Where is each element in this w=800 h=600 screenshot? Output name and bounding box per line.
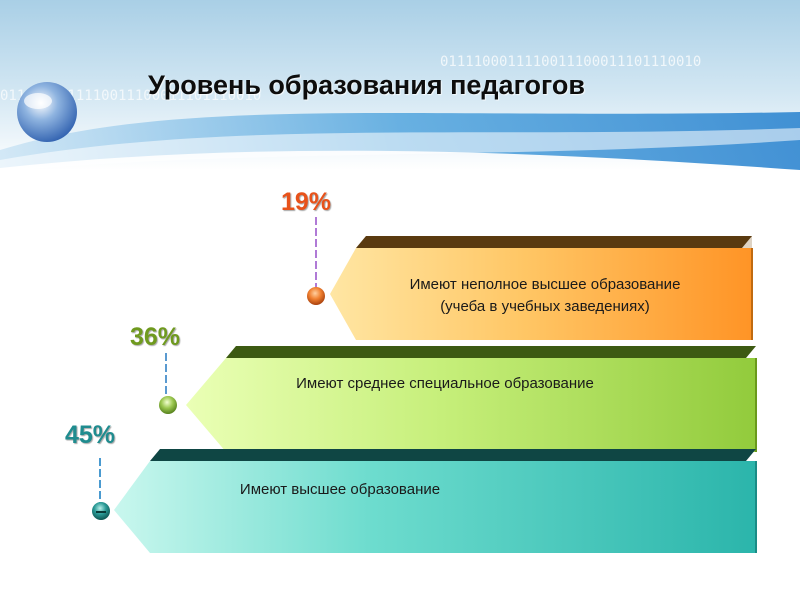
level-2-label: Имеют среднее специальное образование <box>250 373 640 395</box>
level-1-marker <box>307 287 325 305</box>
level-1-label-line2: (учеба в учебных заведениях) <box>440 298 650 315</box>
level-1-label: Имеют неполное высшее образование (учеба… <box>360 274 730 318</box>
globe-orb-shine <box>24 93 52 109</box>
level-2-marker <box>159 396 177 414</box>
level-1-block <box>307 217 753 340</box>
globe-orb-icon <box>17 82 77 142</box>
level-3-label-line1: Имеют высшее образование <box>239 481 441 498</box>
level-3-block <box>92 449 757 553</box>
level-1-percent: 19% <box>281 188 332 216</box>
header-wave-highlight <box>0 128 800 172</box>
level-1-label-line1: Имеют неполное высшее образование <box>409 276 681 293</box>
level-3-percent: 45% <box>65 421 116 449</box>
level-2-block <box>159 346 757 452</box>
level-2-label-line1: Имеют среднее специальное образование <box>296 375 594 392</box>
level-3-label: Имеют высшее образование <box>180 479 500 501</box>
background-code-top: 0111100011110011100011101110010 <box>440 54 701 70</box>
level-2-percent: 36% <box>130 323 181 351</box>
page-title: Уровень образования педагогов <box>148 70 585 100</box>
